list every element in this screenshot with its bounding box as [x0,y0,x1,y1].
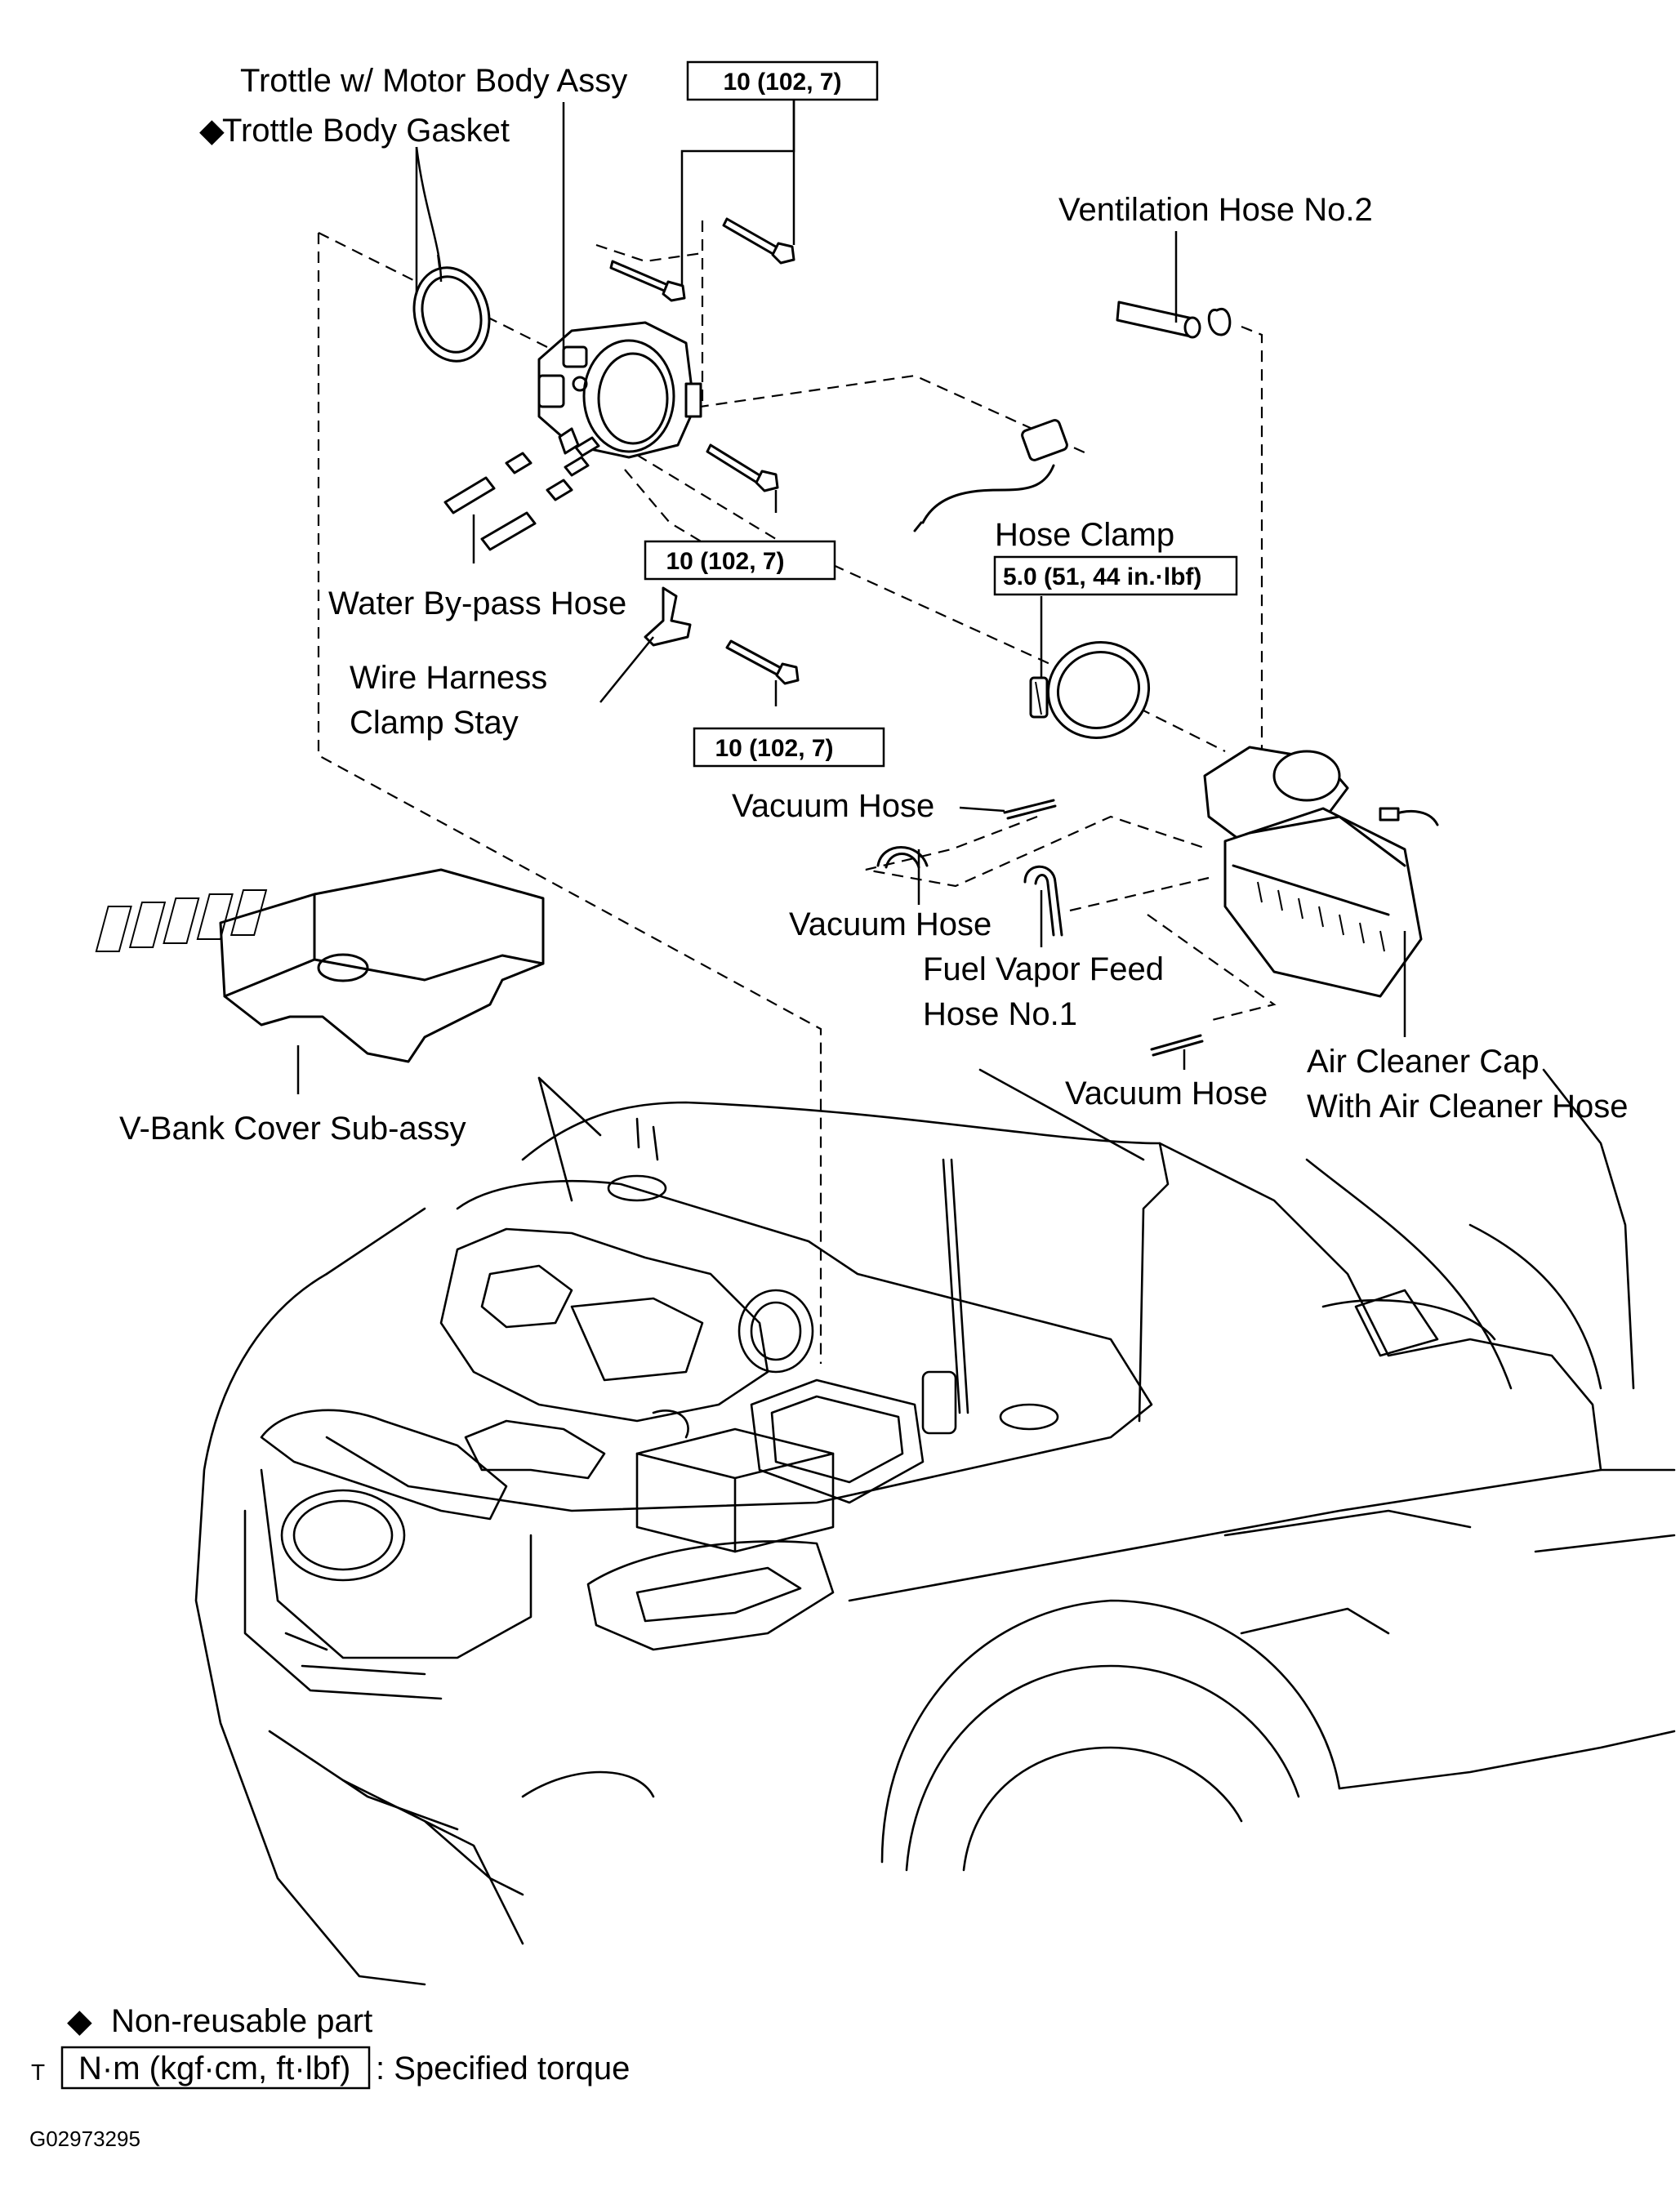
throttle-bolts-drawing [609,217,800,685]
legend-nonreusable-icon: ◆ [67,2003,92,2039]
torque-spec-top: 10 (102, 7) [686,60,879,101]
vehicle-outline-drawing [194,1068,1676,1986]
torque-spec-bottom: 10 (102, 7) [693,727,885,768]
leader-lines [296,100,1406,1094]
label-gasket-symbol: ◆ [199,113,225,149]
torque-value-top: 10 (102, 7) [723,69,841,96]
label-vacuum-hose-1: Vacuum Hose [732,788,934,824]
torque-spec-hose-clamp: 5.0 (51, 44 in.·lbf) [993,555,1238,596]
torque-value-bottom: 10 (102, 7) [715,735,833,762]
v-bank-cover-drawing [95,868,545,1063]
torque-spec-middle: 10 (102, 7) [644,540,836,581]
label-ventilation-hose: Ventilation Hose No.2 [1058,192,1373,228]
label-air-cleaner-1: Air Cleaner Cap [1307,1044,1540,1080]
label-throttle-body: Trottle w/ Motor Body Assy [240,63,627,99]
fuel-vapor-hose-drawing [1023,865,1063,937]
label-fuel-vapor-2: Hose No.1 [923,996,1077,1032]
label-air-cleaner-2: With Air Cleaner Hose [1307,1089,1628,1124]
label-wire-harness-1: Wire Harness [350,660,547,696]
torque-value-middle: 10 (102, 7) [666,548,784,575]
legend: ◆ Non-reusable part T N·m (kgf·cm, ft·lb… [29,2003,630,2151]
part-labels: Trottle w/ Motor Body Assy ◆ Trottle Bod… [119,63,1628,1147]
sensor-wire-drawing [913,419,1068,532]
label-wire-harness-2: Clamp Stay [350,705,519,741]
label-vacuum-hose-2: Vacuum Hose [789,906,992,942]
legend-torque-box [60,2046,371,2090]
vacuum-hoses-drawing [876,799,1204,1057]
legend-torque-text: : Specified torque [376,2051,630,2086]
torque-value-hose-clamp: 5.0 (51, 44 in.·lbf) [1003,563,1201,590]
label-fuel-vapor-1: Fuel Vapor Feed [923,951,1164,987]
label-vacuum-hose-3: Vacuum Hose [1065,1076,1268,1111]
label-gasket: Trottle Body Gasket [222,113,510,149]
legend-torque-prefix: T [31,2060,45,2085]
legend-torque-unit: N·m (kgf·cm, ft·lbf) [78,2051,350,2086]
ventilation-hose-drawing [1116,301,1232,339]
throttle-gasket-drawing [412,254,491,363]
water-bypass-hose-drawing [443,436,600,551]
air-cleaner-cap-drawing [1203,746,1439,998]
label-hose-clamp: Hose Clamp [995,517,1174,553]
figure-id: G02973295 [29,2127,140,2151]
throttle-body-drawing [537,321,702,459]
legend-nonreusable-text: Non-reusable part [111,2003,372,2039]
hose-clamp-drawing [1029,641,1151,739]
wire-harness-clamp-stay-drawing [644,586,692,647]
label-water-bypass-hose: Water By-pass Hose [328,586,626,621]
label-vbank-cover: V-Bank Cover Sub-assy [119,1111,466,1147]
